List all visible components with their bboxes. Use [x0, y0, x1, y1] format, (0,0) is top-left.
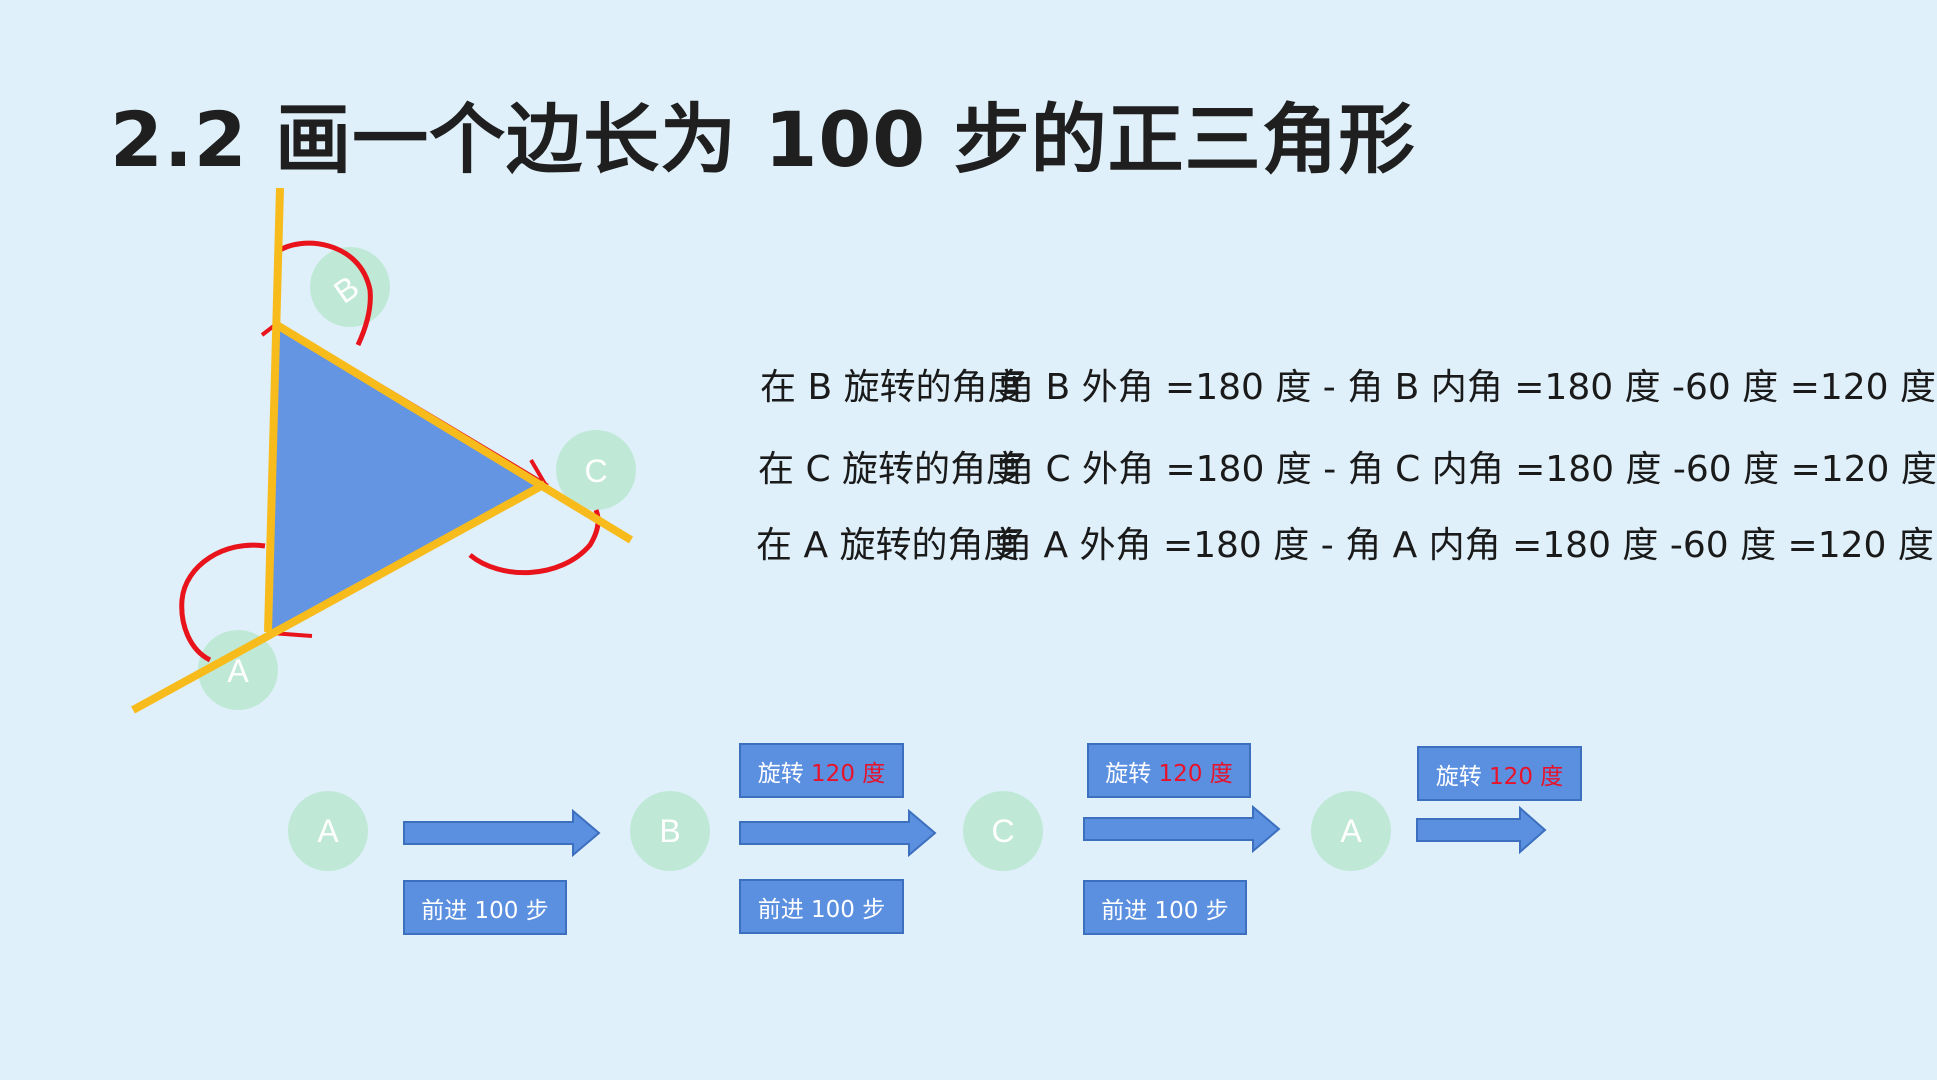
turn-label-value: 120 度: [1489, 763, 1564, 790]
turn-label-3: 旋转 120 度: [1417, 746, 1582, 801]
vertex-marker-c: [556, 430, 636, 510]
tick-mark-c: [529, 458, 547, 486]
equation-prefix: 在 A 旋转的角度: [756, 525, 1020, 566]
equation-prefix: 在 B 旋转的角度: [760, 367, 1024, 408]
equation-rest: 角 C 外角 =180 度 - 角 C 内角 =180 度 -60 度 =120…: [998, 449, 1937, 490]
turn-label-prefix: 旋转: [757, 760, 804, 787]
turn-label-1: 旋转 120 度: [739, 743, 904, 798]
flow-node-c: C: [963, 791, 1043, 871]
vertex-label-a: A: [227, 653, 249, 689]
forward-label-2: 前进 100 步: [739, 879, 904, 934]
edge-bc: [274, 321, 634, 544]
turn-label-prefix: 旋转: [1435, 763, 1482, 790]
forward-label-1: 前进 100 步: [403, 880, 567, 935]
edge-ca: [131, 480, 547, 714]
turn-label-2: 旋转 120 度: [1087, 743, 1251, 798]
forward-label-3: 前进 100 步: [1083, 880, 1247, 935]
turn-label-prefix: 旋转: [1105, 760, 1152, 787]
flow-arrow-3: [1083, 804, 1281, 854]
flow-node-a-start: A: [288, 791, 368, 871]
equation-prefix: 在 C 旋转的角度: [758, 449, 1023, 490]
flow-arrow-2: [739, 808, 937, 858]
page-title: 2.2 画一个边长为 100 步的正三角形: [110, 95, 1416, 184]
equation-rest: 角 A 外角 =180 度 - 角 A 内角 =180 度 -60 度 =120…: [996, 525, 1934, 566]
angle-arc-a: [179, 542, 266, 663]
angle-arc-c: [468, 509, 601, 576]
turn-label-value: 120 度: [811, 760, 886, 787]
vertex-marker-a: [198, 630, 278, 710]
equation-rest: 角 B 外角 =180 度 - 角 B 内角 =180 度 -60 度 =120…: [998, 367, 1937, 408]
vertex-label-c: C: [584, 453, 607, 489]
flow-arrow-1: [403, 808, 601, 858]
angle-arc-b: [275, 240, 373, 347]
edge-ab: [264, 187, 284, 633]
triangle-shape: [271, 325, 545, 633]
turn-label-value: 120 度: [1158, 760, 1233, 787]
flow-arrow-4: [1416, 805, 1547, 855]
flow-node-a-end: A: [1311, 791, 1391, 871]
flow-node-b: B: [630, 791, 710, 871]
